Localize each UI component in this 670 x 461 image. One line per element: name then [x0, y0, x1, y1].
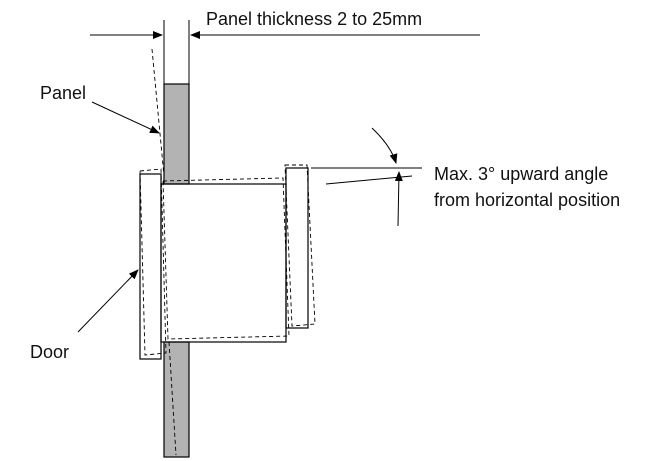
unit-body	[160, 183, 287, 343]
panel-thickness-label: Panel thickness 2 to 25mm	[206, 9, 422, 29]
tilted-unit-dashed	[162, 177, 290, 340]
angle-arc-arrow-lower	[394, 171, 403, 227]
angle-label-line2: from horizontal position	[434, 190, 620, 210]
door	[139, 173, 162, 360]
unit-rear-block	[285, 167, 309, 329]
tilted-door-dashed	[139, 168, 167, 356]
panel-leader-arrow	[91, 101, 160, 134]
door-label: Door	[30, 342, 69, 362]
angle-arc-arrow-upper	[371, 127, 398, 164]
angle-label-line1: Max. 3° upward angle	[434, 164, 608, 184]
tilted-panel-dashed-upper	[151, 48, 165, 177]
tilted-panel-dashed-lower	[168, 341, 177, 456]
tilted-rear-block-dashed	[284, 164, 316, 327]
panel-label: Panel	[40, 83, 86, 103]
panel-upper-section	[163, 83, 190, 185]
panel-lower-section	[163, 341, 190, 458]
door-leader-arrow	[77, 269, 139, 333]
